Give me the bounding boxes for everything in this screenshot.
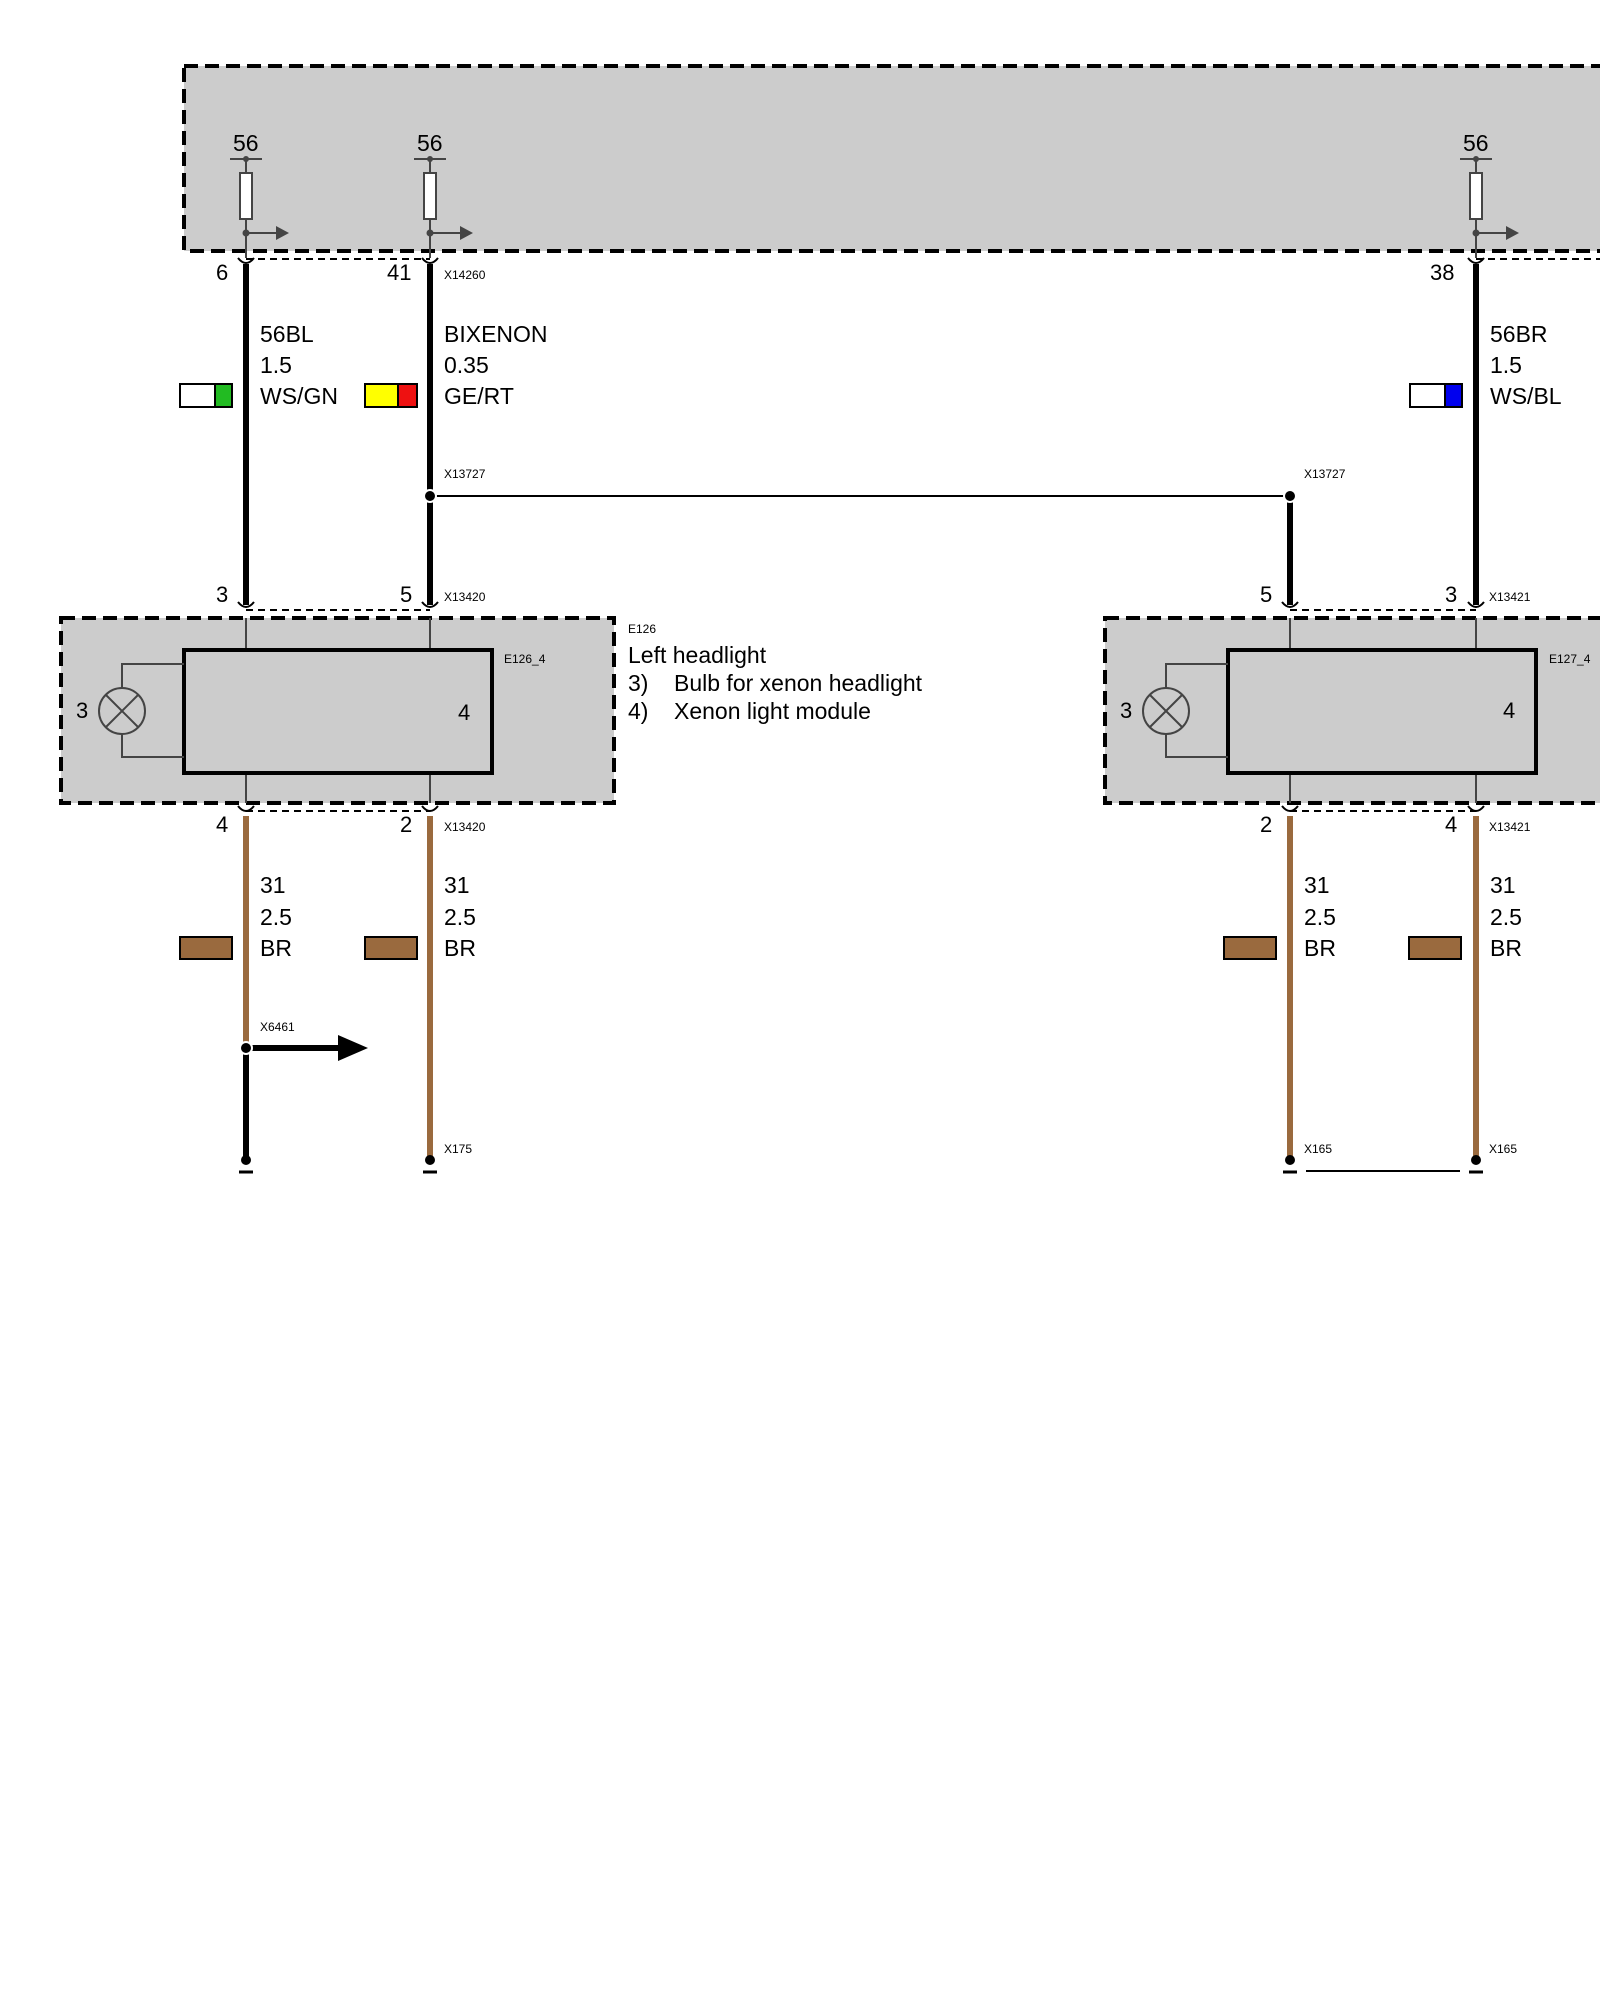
ground-3-color: BR <box>1304 935 1336 961</box>
ground-x165-label-2: X165 <box>1489 1142 1517 1156</box>
right-pin-bottom-4: 4 <box>1445 812 1457 837</box>
ground-2-circuit: 31 <box>444 872 470 898</box>
left-headlight: 3 5 X13420 4 E126_4 3 4 2 X13420 E126 Le… <box>59 582 923 837</box>
ground-x165-label-1: X165 <box>1304 1142 1332 1156</box>
ground-3-circuit: 31 <box>1304 872 1330 898</box>
pin-6-label: 6 <box>216 260 228 285</box>
ground-4-gauge: 2.5 <box>1490 904 1522 930</box>
ground-x175-label: X175 <box>444 1142 472 1156</box>
right-connector-top-label: X13421 <box>1489 590 1531 604</box>
wire-3-color: WS/BL <box>1490 383 1562 409</box>
left-connector-top-label: X13420 <box>444 590 486 604</box>
pin-41-label: 41 <box>387 260 411 285</box>
wire-1-color: WS/GN <box>260 383 338 409</box>
left-bulb-pin: 3 <box>76 698 88 723</box>
fuse-2: 56 <box>414 130 473 258</box>
right-connector-bottom-label: X13421 <box>1489 820 1531 834</box>
left-pin-top-5: 5 <box>400 582 412 607</box>
left-pin-bottom-4: 4 <box>216 812 228 837</box>
left-connector-bottom-label: X13420 <box>444 820 486 834</box>
left-headlight-id: E126 <box>628 622 656 636</box>
ground-point-right-1 <box>1283 1155 1297 1174</box>
connector-x14260-label: X14260 <box>444 268 486 282</box>
wire-2-gauge: 0.35 <box>444 352 489 378</box>
ground-1-color: BR <box>260 935 292 961</box>
fuse-1: 56 <box>230 130 289 258</box>
ground-2-gauge: 2.5 <box>444 904 476 930</box>
wire-2-circuit: BIXENON <box>444 321 548 347</box>
control-unit-box <box>182 64 1600 253</box>
left-headlight-title: Left headlight <box>628 642 767 668</box>
left-headlight-item-4-num: 4) <box>628 698 648 724</box>
left-module-pin: 4 <box>458 700 470 725</box>
splice-left-label: X13727 <box>444 467 486 481</box>
fuse-3-label: 56 <box>1463 130 1489 156</box>
wire-3-circuit: 56BR <box>1490 321 1548 347</box>
right-bulb-pin: 3 <box>1120 698 1132 723</box>
wire-3-gauge: 1.5 <box>1490 352 1522 378</box>
ground-2-color: BR <box>444 935 476 961</box>
right-pin-top-5: 5 <box>1260 582 1272 607</box>
left-headlight-item-3-num: 3) <box>628 670 648 696</box>
left-module-id: E126_4 <box>504 652 546 666</box>
left-headlight-item-4-text: Xenon light module <box>674 698 871 724</box>
bulb-icon <box>1142 687 1190 735</box>
fuse-1-label: 56 <box>233 130 259 156</box>
fuse-3: 56 <box>1460 130 1519 258</box>
ground-3-gauge: 2.5 <box>1304 904 1336 930</box>
wire-1-gauge: 1.5 <box>260 352 292 378</box>
left-xenon-module <box>182 648 494 775</box>
bulb-icon <box>98 687 146 735</box>
ground-4-circuit: 31 <box>1490 872 1516 898</box>
fuse-2-label: 56 <box>417 130 443 156</box>
wire-2-color: GE/RT <box>444 383 514 409</box>
right-module-pin: 4 <box>1503 698 1515 723</box>
ground-point-right-2 <box>1469 1155 1483 1174</box>
right-xenon-module <box>1226 648 1538 775</box>
branch-label: X6461 <box>260 1020 295 1034</box>
ground-point-left-1 <box>239 1155 253 1174</box>
ground-point-left-2 <box>423 1155 437 1174</box>
branch-arrow-icon <box>239 1035 368 1061</box>
ground-1-circuit: 31 <box>260 872 286 898</box>
ground-1-gauge: 2.5 <box>260 904 292 930</box>
right-module-id: E127_4 <box>1549 652 1591 666</box>
right-pin-bottom-2: 2 <box>1260 812 1272 837</box>
left-headlight-item-3-text: Bulb for xenon headlight <box>674 670 923 696</box>
splice-right-label: X13727 <box>1304 467 1346 481</box>
right-headlight: 5 3 X13421 4 E127_4 3 2 4 X13421 <box>1103 582 1600 837</box>
right-pin-top-3: 3 <box>1445 582 1457 607</box>
left-pin-bottom-2: 2 <box>400 812 412 837</box>
ground-4-color: BR <box>1490 935 1522 961</box>
wire-1-circuit: 56BL <box>260 321 314 347</box>
left-pin-top-3: 3 <box>216 582 228 607</box>
pin-38-label: 38 <box>1430 260 1454 285</box>
